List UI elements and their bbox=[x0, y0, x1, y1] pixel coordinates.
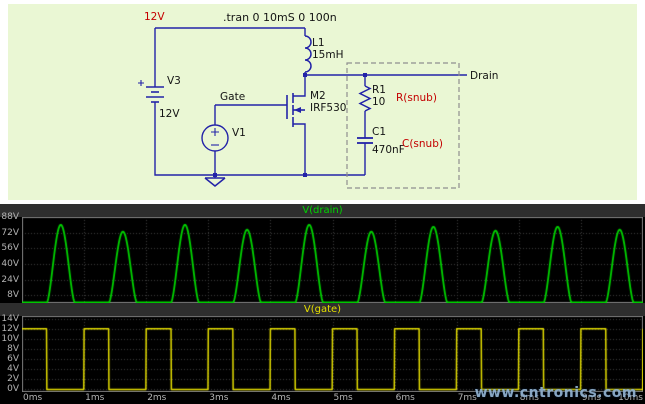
ground-icon[interactable] bbox=[204, 177, 226, 187]
c1-capacitor-symbol[interactable] bbox=[357, 137, 373, 144]
x-tick-label: 9ms bbox=[581, 393, 602, 403]
x-tick-label: 8ms bbox=[519, 393, 539, 403]
c1-value: 470nF bbox=[372, 144, 405, 156]
y-tick-label: 40V bbox=[1, 258, 19, 269]
y-tick-label: 4V bbox=[7, 364, 19, 375]
v3-battery-symbol[interactable] bbox=[138, 80, 164, 103]
l1-value: 15mH bbox=[312, 49, 344, 61]
drain-label: Drain bbox=[470, 70, 498, 82]
y-tick-label: 6V bbox=[7, 354, 19, 365]
drain-pane-title: V(drain) bbox=[0, 204, 645, 217]
gate-label: Gate bbox=[220, 91, 245, 103]
gate-pane-title: V(gate) bbox=[0, 303, 645, 316]
drain-plot[interactable] bbox=[22, 217, 643, 303]
x-tick-label: 3ms bbox=[209, 393, 229, 403]
r1-resistor-symbol[interactable] bbox=[358, 85, 372, 112]
x-tick-label: 5ms bbox=[333, 393, 353, 403]
schematic-canvas[interactable]: .tran 0 10mS 0 100n 12V V3 12V Gate V1 L… bbox=[8, 4, 637, 200]
m2-value: IRF530 bbox=[310, 102, 346, 114]
y-tick-label: 8V bbox=[7, 343, 19, 354]
m2-label: M2 bbox=[310, 90, 326, 102]
v1-source-symbol[interactable] bbox=[201, 124, 229, 152]
x-tick-label: 7ms bbox=[457, 393, 477, 403]
c-snub-label: C(snub) bbox=[402, 138, 443, 150]
r-snub-label: R(snub) bbox=[396, 92, 437, 104]
watermark: www.cntronics.com bbox=[474, 385, 637, 401]
y-tick-label: 8V bbox=[7, 290, 19, 301]
x-tick-label: 10ms bbox=[618, 393, 643, 403]
x-tick-label: 2ms bbox=[147, 393, 167, 403]
y-tick-label: 88V bbox=[1, 212, 19, 222]
tran-directive: .tran 0 10mS 0 100n bbox=[223, 11, 337, 24]
y-tick-label: 14V bbox=[1, 313, 19, 324]
y-tick-label: 24V bbox=[1, 274, 19, 285]
y-tick-label: 56V bbox=[1, 243, 19, 254]
v3-value: 12V bbox=[159, 108, 180, 120]
time-axis: 0ms 1ms 2ms 3ms 4ms 5ms 6ms 7ms 8ms 9ms 10ms bbox=[0, 392, 645, 404]
x-tick-label: 1ms bbox=[85, 393, 105, 403]
junction-nodes bbox=[213, 73, 367, 177]
r1-value: 10 bbox=[372, 96, 385, 108]
c1-label: C1 bbox=[372, 126, 386, 138]
y-tick-label: 2V bbox=[7, 374, 19, 385]
x-tick-label: 0ms bbox=[23, 393, 43, 403]
r1-label: R1 bbox=[372, 84, 386, 96]
v1-label: V1 bbox=[232, 127, 246, 139]
l1-label: L1 bbox=[312, 37, 325, 49]
drain-pane: V(drain) 88V 72V 56V 40V 24V 8V bbox=[0, 204, 645, 303]
rail-12v-label: 12V bbox=[144, 11, 165, 23]
m2-mosfet-symbol[interactable] bbox=[286, 93, 305, 127]
v3-label: V3 bbox=[167, 75, 181, 87]
gate-plot[interactable] bbox=[22, 316, 643, 392]
snubber-dashed-box bbox=[346, 62, 460, 189]
y-tick-label: 10V bbox=[1, 333, 19, 344]
y-tick-label: 72V bbox=[1, 227, 19, 238]
gate-trace-name: V(gate) bbox=[303, 304, 342, 315]
x-tick-label: 6ms bbox=[395, 393, 415, 403]
x-tick-label: 4ms bbox=[271, 393, 291, 403]
y-tick-label: 12V bbox=[1, 323, 19, 334]
l1-inductor-symbol[interactable] bbox=[304, 35, 312, 73]
drain-trace-name: V(drain) bbox=[302, 205, 343, 216]
y-tick-label: 0V bbox=[7, 384, 19, 395]
